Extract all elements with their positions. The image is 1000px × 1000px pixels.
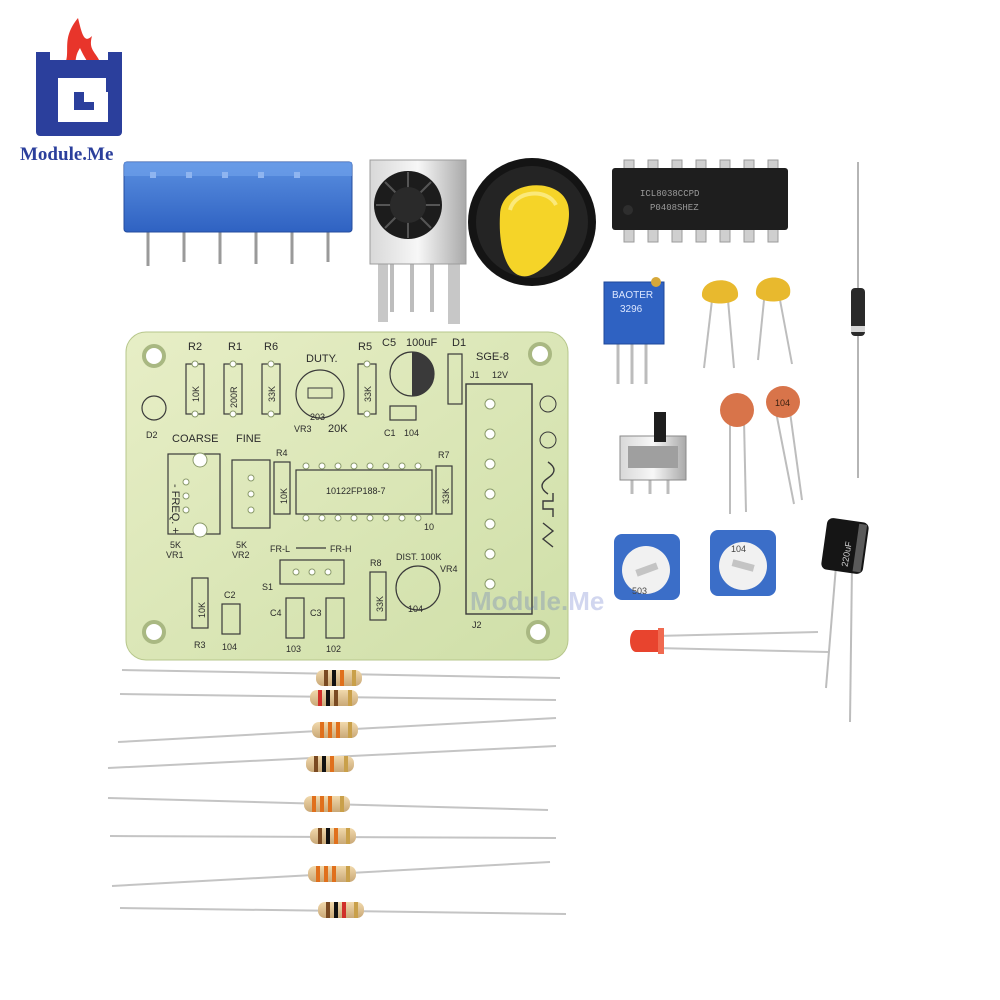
- duty-pot-size: 20K: [328, 423, 348, 435]
- resistor-3: [117, 717, 557, 743]
- ceramic-cap-marking: 104: [775, 398, 790, 408]
- resistor-2: [119, 690, 557, 706]
- diode-1n4148: [851, 162, 865, 478]
- electrolytic-marking: 220uF: [840, 540, 854, 567]
- label-fr-l: FR-L: [270, 544, 290, 554]
- label-12v: 12V: [492, 370, 508, 380]
- ic-marking-2: P0408SHEZ: [650, 203, 699, 213]
- duty-pot-value: 203: [310, 412, 325, 422]
- r3-value: 10K: [197, 602, 207, 618]
- c2-value: 104: [222, 642, 237, 652]
- c4-value: 103: [286, 644, 301, 654]
- trimmer-marking-2: 3296: [620, 304, 643, 315]
- trimpot-marking-a: 503: [632, 586, 647, 596]
- label-100uf: 100uF: [406, 337, 437, 349]
- label-d2: D2: [146, 430, 158, 440]
- knob-yellow: [468, 158, 596, 286]
- rotary-potentiometer: [369, 159, 467, 324]
- vr1-size: 5K: [170, 540, 181, 550]
- label-vr4: VR4: [440, 564, 458, 574]
- ic-socket-code: 10122FP188-7: [326, 486, 386, 496]
- c3-value: 102: [326, 644, 341, 654]
- label-fr-h: FR-H: [330, 544, 352, 554]
- vr2-size: 5K: [236, 540, 247, 550]
- c1-value: 104: [404, 428, 419, 438]
- r7-value: 33K: [441, 488, 451, 504]
- ceramic-cap-yellow-2: [755, 277, 793, 365]
- r6-value: 33K: [267, 386, 277, 402]
- brand-logo: Module.Me: [20, 18, 122, 165]
- loose-resistors: [107, 669, 567, 918]
- trimpot-503: 503: [614, 534, 680, 600]
- r4-value: 10K: [279, 488, 289, 504]
- label-j1: J1: [470, 370, 480, 380]
- electrolytic-capacitor: 220uF: [821, 518, 869, 723]
- r8-ref: R8: [370, 558, 382, 568]
- trimmer-3296: BAOTER 3296: [603, 277, 665, 384]
- vr1-ref: VR1: [166, 550, 184, 560]
- c3-ref: C3: [310, 608, 322, 618]
- label-s1: S1: [262, 582, 273, 592]
- dist-pot-value: 104: [408, 604, 423, 614]
- label-d1: D1: [452, 337, 466, 349]
- icl8038-chip: ICL8038CCPD P0408SHEZ: [612, 159, 788, 243]
- r4-ref: R4: [276, 448, 288, 458]
- vr2-ref: VR2: [232, 550, 250, 560]
- r7-ref: R7: [438, 450, 450, 460]
- label-r5: R5: [358, 341, 372, 353]
- ceramic-cap-yellow-1: [701, 280, 739, 369]
- r5-value: 33K: [363, 386, 373, 402]
- watermark-text: Module.Me: [470, 586, 604, 616]
- label-dist: DIST. 100K: [396, 552, 442, 562]
- label-fine: FINE: [236, 433, 261, 445]
- label-j2: J2: [472, 620, 482, 630]
- label-duty: DUTY.: [306, 353, 338, 365]
- r8-value: 33K: [375, 596, 385, 612]
- r2-value: 10K: [191, 386, 201, 402]
- resistor-5: [107, 796, 549, 812]
- slide-switch: [619, 412, 687, 494]
- label-r1: R1: [228, 341, 242, 353]
- c2-ref: C2: [224, 590, 236, 600]
- label-pin10: 10: [424, 522, 434, 532]
- r3-ref: R3: [194, 640, 206, 650]
- resistor-1: [121, 669, 561, 686]
- resistor-7: [111, 861, 551, 887]
- trimmer-marking-1: BAOTER: [612, 290, 653, 301]
- castle-icon: [36, 60, 122, 136]
- label-coarse: COARSE: [172, 433, 218, 445]
- red-led: [630, 628, 829, 654]
- brand-name: Module.Me: [20, 144, 113, 165]
- pcb-board: R2 R1 R6 DUTY. R5 C5 100uF D1 SGE-8 J1 1…: [125, 331, 604, 661]
- ic-marking-1: ICL8038CCPD: [640, 189, 699, 199]
- label-sge8: SGE-8: [476, 351, 509, 363]
- label-c5: C5: [382, 337, 396, 349]
- ceramic-cap-orange-2: 104: [766, 386, 803, 505]
- multiturn-trimmer-large: [123, 161, 353, 266]
- label-r2: R2: [188, 341, 202, 353]
- duty-pot-ref: VR3: [294, 424, 312, 434]
- resistor-4: [107, 745, 557, 772]
- trimpot-104: 104: [710, 530, 776, 596]
- trimpot-marking-b: 104: [731, 544, 746, 554]
- resistor-8: [119, 902, 567, 918]
- c1-ref: C1: [384, 428, 396, 438]
- resistor-6: [109, 828, 557, 844]
- c4-ref: C4: [270, 608, 282, 618]
- label-freq: - FREQ. +: [169, 484, 181, 534]
- ceramic-cap-orange-1: [720, 393, 754, 514]
- r1-value: 200R: [229, 386, 239, 408]
- label-r6: R6: [264, 341, 278, 353]
